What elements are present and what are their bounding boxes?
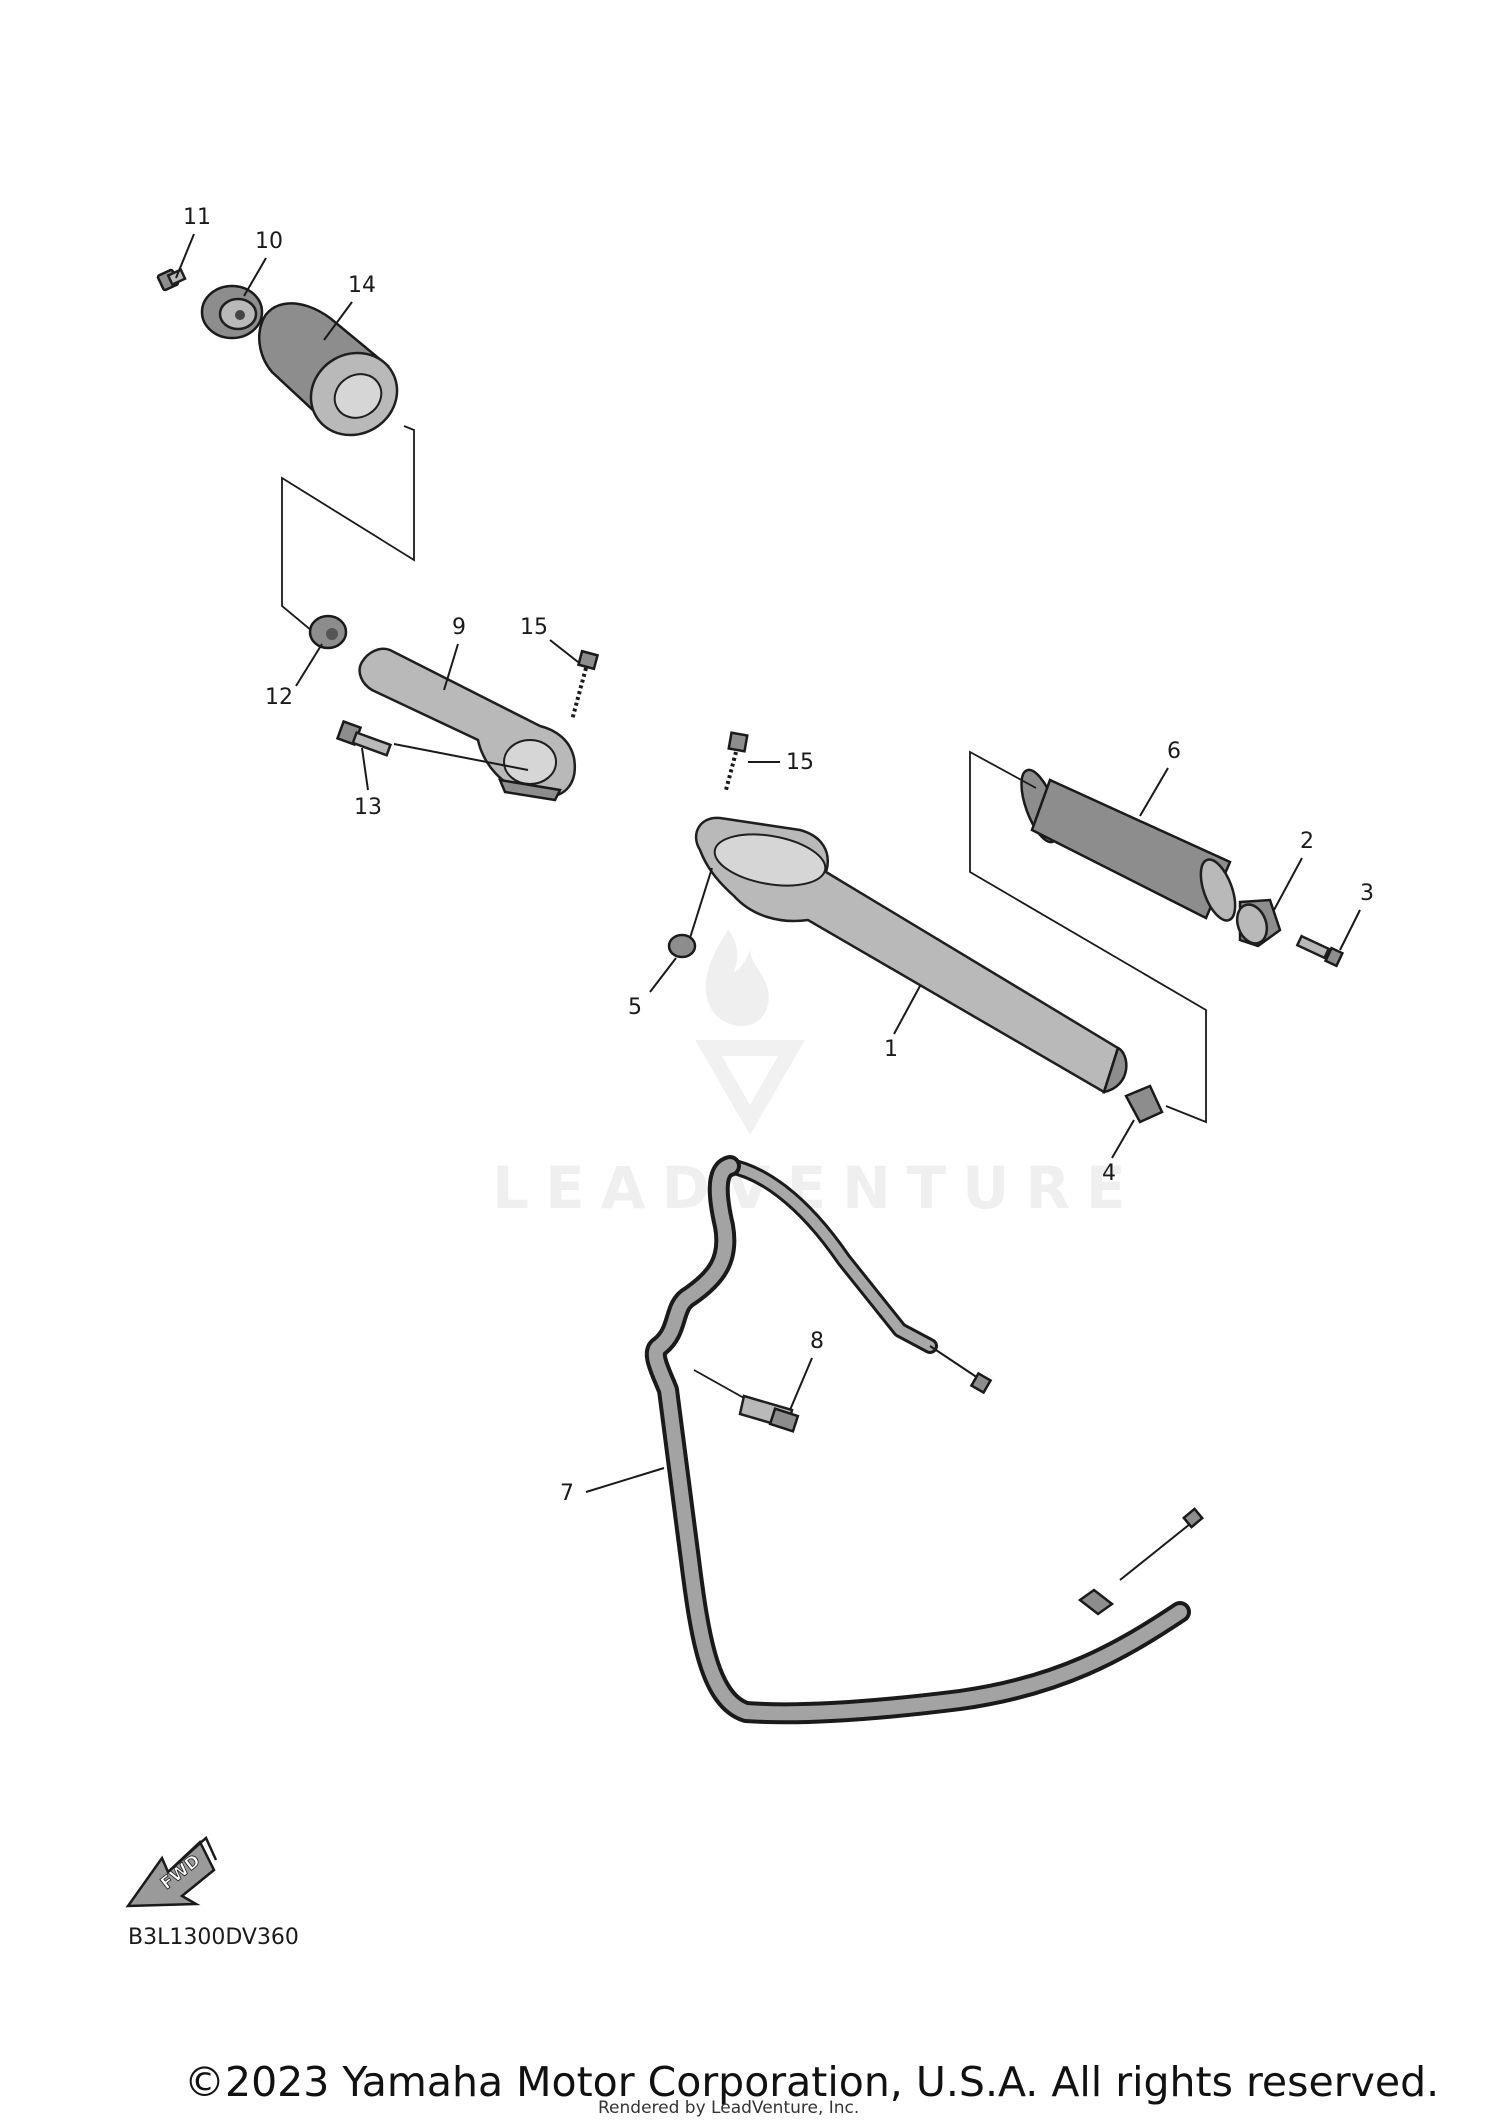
part-5-bushing	[667, 933, 697, 959]
callout-label: 8	[810, 1329, 824, 1354]
part-14-throttle-grip	[258, 302, 399, 437]
callout-1: 1	[884, 985, 921, 1062]
callout-label: 7	[560, 1481, 574, 1506]
leadventure-watermark: LEADVENTURE	[492, 930, 1142, 1222]
callout-label: 15	[520, 615, 548, 640]
part-15-bolt-right	[724, 731, 749, 791]
callout-5: 5	[628, 867, 713, 1020]
callout-14: 14	[323, 273, 376, 341]
rendered-by-credit: Rendered by LeadVenture, Inc.	[598, 2098, 860, 2118]
callout-label: 2	[1300, 829, 1314, 854]
callout-label: 9	[452, 615, 466, 640]
part-7-throttle-cable	[644, 1155, 1204, 1725]
cable-end-lower-right	[1077, 1588, 1115, 1616]
callout-9: 9	[443, 615, 466, 691]
callout-label: 6	[1167, 739, 1181, 764]
part-2-bar-end	[1235, 898, 1282, 948]
callout-label: 3	[1360, 881, 1374, 906]
callout-2: 2	[1273, 829, 1314, 911]
part-6-grip	[1020, 768, 1237, 922]
part-13-bolt	[335, 719, 393, 757]
flame-icon	[705, 930, 769, 1026]
part-11-screw	[156, 267, 187, 292]
callout-label: 5	[628, 995, 642, 1020]
part-9-left-handlebar	[358, 647, 576, 802]
fwd-arrow-icon: FWD	[125, 1835, 218, 1908]
part-15-bolt-upper	[570, 649, 600, 721]
assembly-line-cable	[693, 1369, 745, 1399]
callout-12: 12	[265, 643, 323, 710]
part-12-bar-end-weight	[308, 614, 348, 650]
part-10-bar-end	[200, 284, 264, 340]
diagram-code: B3L1300DV360	[128, 1925, 299, 1950]
callout-label: 4	[1102, 1161, 1116, 1186]
callout-15-right: 15	[748, 750, 814, 775]
callout-7: 7	[560, 1467, 665, 1506]
callout-label: 10	[255, 229, 283, 254]
copyright-notice: ©2023 Yamaha Motor Corporation, U.S.A. A…	[184, 2058, 1440, 2106]
part-1-right-handlebar	[694, 816, 1128, 1094]
callout-13: 13	[354, 743, 529, 820]
assembly-line-right	[969, 750, 1207, 1124]
part-3-screw	[1295, 934, 1345, 968]
callout-3: 3	[1339, 881, 1374, 951]
callout-label: 1	[884, 1037, 898, 1062]
assembly-line-upper	[281, 425, 415, 637]
callout-label: 14	[348, 273, 376, 298]
callout-8: 8	[789, 1329, 824, 1411]
callout-label: 15	[786, 750, 814, 775]
v-logo-icon	[695, 1040, 805, 1135]
callout-label: 11	[183, 205, 211, 230]
callout-label: 12	[265, 685, 293, 710]
watermark-text: LEADVENTURE	[492, 1154, 1142, 1222]
callout-10: 10	[243, 229, 283, 297]
callout-15-left: 15	[520, 615, 579, 663]
part-4-bushing	[1124, 1084, 1164, 1124]
callout-label: 13	[354, 795, 382, 820]
part-8-adjuster	[738, 1394, 800, 1433]
callout-11: 11	[175, 205, 211, 279]
callout-4: 4	[1102, 1119, 1135, 1186]
callout-6: 6	[1139, 739, 1181, 817]
